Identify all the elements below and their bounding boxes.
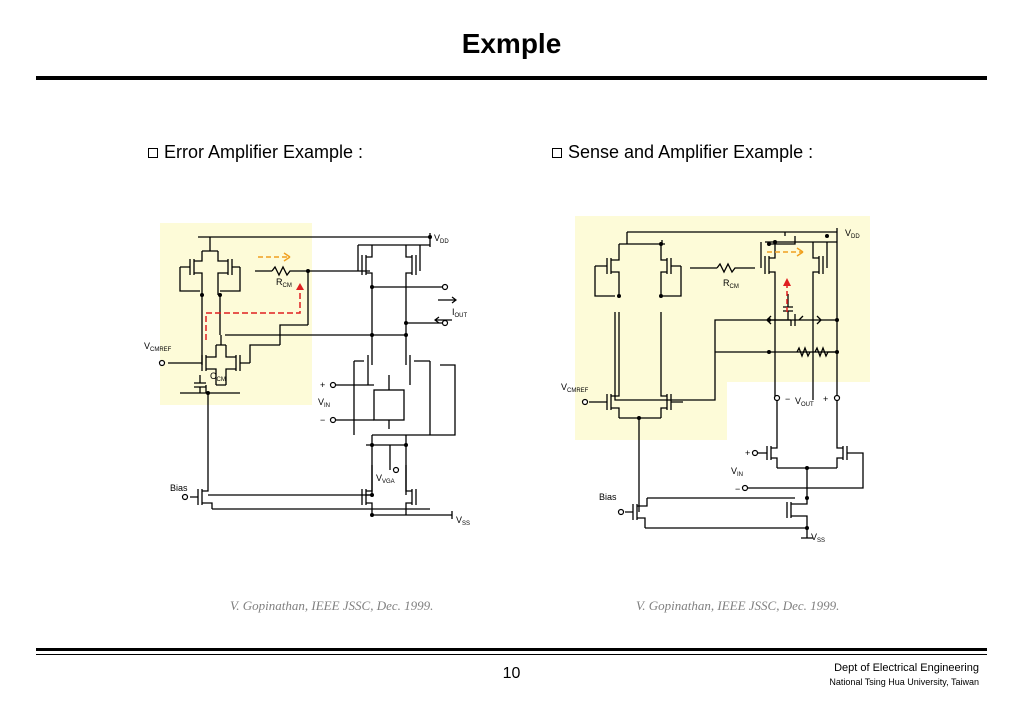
left-vin-minus: − xyxy=(320,415,325,425)
left-vin-label: V xyxy=(318,397,324,407)
svg-text:IOUT: IOUT xyxy=(452,307,468,319)
right-vdd-label: V xyxy=(845,228,851,238)
right-vin-plus: + xyxy=(745,448,750,458)
sense-amplifier-schematic: VDD RCM VCMREF − VOUT + + VIN − Bias VSS xyxy=(561,216,870,544)
right-vout-plus: + xyxy=(823,394,828,404)
checkbox-bullet-icon xyxy=(552,147,562,158)
dept-line-2: National Tsing Hua University, Taiwan xyxy=(829,677,979,687)
page-number: 10 xyxy=(502,665,521,682)
right-citation: V. Gopinathan, IEEE JSSC, Dec. 1999. xyxy=(636,598,840,613)
svg-text:RCM: RCM xyxy=(723,278,739,290)
left-bias-label: Bias xyxy=(170,483,188,493)
right-vin-label: V xyxy=(731,466,737,476)
department-credit: Dept of Electrical Engineering National … xyxy=(829,661,979,689)
left-vdd-label: V xyxy=(434,233,440,243)
svg-text:CCM: CCM xyxy=(210,371,226,383)
left-vcmref-label: V xyxy=(144,341,150,351)
right-bias-label: Bias xyxy=(599,492,617,502)
svg-text:RCM: RCM xyxy=(276,277,292,289)
right-heading-text: Sense and Amplifier Example : xyxy=(568,142,814,162)
left-rcm-label: R xyxy=(276,277,283,287)
cmfb-highlight xyxy=(575,216,870,440)
slide-title: Exmple xyxy=(461,28,562,59)
svg-text:VIN: VIN xyxy=(731,466,743,478)
svg-text:VCMREF: VCMREF xyxy=(561,382,589,394)
svg-text:VDD: VDD xyxy=(845,228,860,240)
svg-text:VIN: VIN xyxy=(318,397,330,409)
left-heading-text: Error Amplifier Example : xyxy=(164,142,364,162)
footer-rule-thin xyxy=(36,654,987,655)
right-vss-label: V xyxy=(811,532,817,542)
left-heading: Error Amplifier Example : xyxy=(148,142,363,163)
left-citation: V. Gopinathan, IEEE JSSC, Dec. 1999. xyxy=(230,598,434,613)
svg-text:VSS: VSS xyxy=(456,515,470,527)
svg-text:VCMREF: VCMREF xyxy=(144,341,172,353)
cmfb-highlight xyxy=(160,223,312,405)
right-vin-minus: − xyxy=(735,484,740,494)
left-vss-label: V xyxy=(456,515,462,525)
right-vcmref-label: V xyxy=(561,382,567,392)
footer-rule xyxy=(36,648,987,651)
checkbox-bullet-icon xyxy=(148,147,158,158)
svg-text:VDD: VDD xyxy=(434,233,449,245)
dept-line-1: Dept of Electrical Engineering xyxy=(834,662,979,674)
title-underline xyxy=(36,76,987,80)
error-amplifier-schematic: VDD RCM IOUT VCMREF CCM + VIN − VVGA Bia… xyxy=(144,223,470,527)
right-heading: Sense and Amplifier Example : xyxy=(552,142,813,163)
svg-text:VSS: VSS xyxy=(811,532,825,544)
svg-text:VVGA: VVGA xyxy=(376,473,395,485)
right-rcm-label: R xyxy=(723,278,730,288)
svg-text:VOUT: VOUT xyxy=(795,396,814,408)
left-vin-plus: + xyxy=(320,380,325,390)
left-ccm-label: C xyxy=(210,371,217,381)
left-iout-label: I xyxy=(452,307,455,317)
left-vvga-label: V xyxy=(376,473,382,483)
right-vout-label: V xyxy=(795,396,801,406)
right-vout-minus: − xyxy=(785,394,790,404)
